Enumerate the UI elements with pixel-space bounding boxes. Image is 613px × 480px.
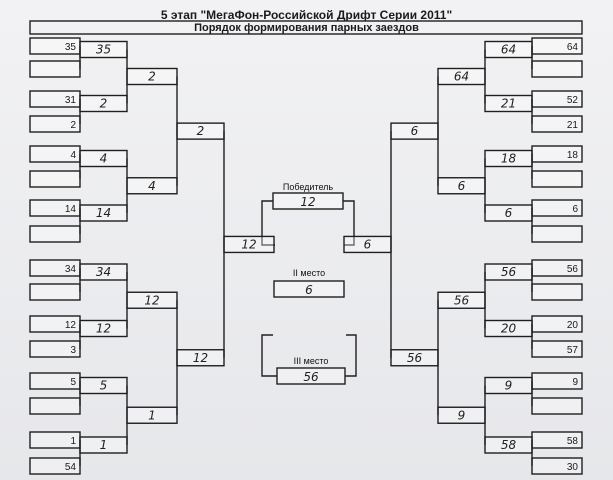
right-round2-value-7: 9 (505, 379, 513, 393)
right-round1-value-15: 58 (567, 436, 579, 447)
page-subtitle: Порядок формирования парных заездов (194, 22, 419, 34)
subtitle-frame (29, 20, 583, 35)
right-round1-value-11: 20 (567, 320, 579, 331)
left-round2-value-3: 4 (100, 152, 108, 166)
left-round1-value-16: 54 (65, 462, 77, 473)
right-round1-value-12: 57 (567, 345, 579, 356)
right-round3-value-2: 6 (458, 179, 466, 193)
left-round1-value-9: 34 (65, 264, 77, 275)
left-round3-value-4: 1 (148, 408, 156, 422)
right-round3-value-4: 9 (458, 408, 466, 422)
left-round1-slot-8 (29, 225, 81, 243)
right-round5-value-1: 6 (364, 237, 372, 251)
left-round1-slot-14 (29, 397, 81, 415)
left-round2-value-8: 1 (100, 438, 108, 452)
left-round1-value-4: 2 (70, 120, 76, 131)
right-round1-slot-14 (531, 397, 583, 415)
left-round2-value-7: 5 (100, 379, 108, 393)
left-round1-value-5: 4 (70, 150, 76, 161)
left-round3-value-3: 12 (144, 293, 159, 307)
left-round2-value-4: 14 (96, 206, 111, 220)
left-round1-value-11: 12 (65, 320, 77, 331)
right-round3-value-3: 56 (454, 293, 470, 307)
second-place-label: II место (293, 268, 325, 278)
left-round5-value-1: 12 (241, 237, 256, 251)
right-round1-value-3: 52 (567, 95, 579, 106)
right-round3-value-1: 64 (454, 70, 469, 84)
connector-winner-left (261, 200, 275, 246)
left-round1-value-3: 31 (65, 95, 77, 106)
left-round1-slot-6 (29, 170, 81, 188)
left-round3-value-1: 2 (148, 70, 156, 84)
connector-third-left (261, 334, 277, 377)
right-round2-value-1: 64 (501, 43, 516, 57)
right-round1-value-7: 6 (572, 204, 578, 215)
right-round1-value-1: 64 (567, 42, 579, 53)
winner-value: 12 (300, 195, 315, 209)
right-round2-value-2: 21 (501, 97, 516, 111)
page-title: 5 этап "МегаФон-Российской Дрифт Серии 2… (160, 8, 453, 22)
left-round1-value-7: 14 (65, 204, 77, 215)
left-round1-value-15: 1 (70, 436, 76, 447)
left-round3-value-2: 4 (148, 179, 156, 193)
left-round2-value-5: 34 (96, 265, 111, 279)
right-round1-value-16: 30 (567, 462, 579, 473)
left-round1-value-1: 35 (65, 42, 77, 53)
right-round2-value-3: 18 (501, 152, 517, 166)
right-round4-value-2: 56 (407, 351, 423, 365)
right-round2-value-4: 6 (505, 206, 513, 220)
third-place-value: 56 (303, 370, 319, 384)
left-round1-slot-10 (29, 283, 81, 301)
right-round1-slot-10 (531, 283, 583, 301)
second-place-box (273, 280, 345, 298)
right-round1-value-4: 21 (567, 120, 579, 131)
right-round1-value-9: 56 (567, 264, 579, 275)
left-round1-value-12: 3 (70, 345, 76, 356)
right-round1-slot-2 (531, 60, 583, 78)
right-round1-value-5: 18 (567, 150, 579, 161)
winner-label: Победитель (283, 182, 334, 192)
right-round2-value-5: 56 (501, 265, 517, 279)
connector-third-right (345, 334, 357, 377)
right-round2-value-6: 20 (501, 322, 517, 336)
right-round1-value-13: 9 (572, 377, 578, 388)
left-round1-value-13: 5 (70, 377, 76, 388)
left-round1-slot-2 (29, 60, 81, 78)
left-round4-value-1: 2 (197, 124, 205, 138)
right-round1-slot-6 (531, 170, 583, 188)
connector-winner-right (343, 200, 355, 246)
right-half: 64 52 21 18 6 56 20 57 9 58 30 64 21 18 6 56 20 9 58 64 6 56 9… (343, 37, 583, 475)
second-place-value: 6 (305, 283, 313, 297)
left-round2-value-6: 12 (96, 322, 111, 336)
left-round4-value-2: 12 (193, 351, 208, 365)
left-round2-value-1: 35 (96, 43, 111, 57)
third-place-label: III место (294, 356, 329, 366)
right-round4-value-1: 6 (411, 124, 419, 138)
right-round2-value-8: 58 (501, 438, 517, 452)
right-round1-slot-8 (531, 225, 583, 243)
left-round2-value-2: 2 (100, 97, 108, 111)
